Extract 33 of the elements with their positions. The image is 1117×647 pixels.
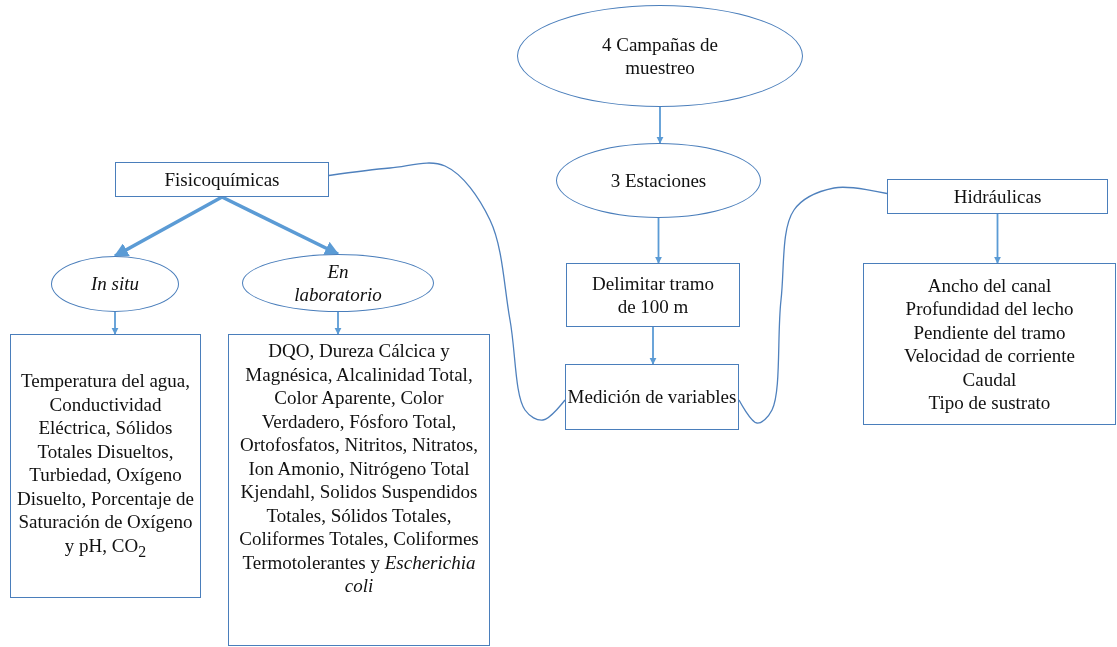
arrow xyxy=(221,195,340,256)
arrow xyxy=(649,326,657,365)
category-box xyxy=(887,179,1108,214)
connector-curve xyxy=(328,162,566,421)
arrow xyxy=(113,195,223,258)
node-text: 4 Campañas de muestreo xyxy=(600,32,720,80)
node-text: Fisicoquímicas xyxy=(164,167,280,192)
node-text: DQO, Dureza Cálcica y Magnésica, Alcalinidad Total, Color Aparente, Color Verdadero, Fósforo Total, Ortofosfatos, Nitritos, Nitratos, Ion Amonio, Nitrógeno Total Kjendahl, Solidos Suspendidos Totales, Sólidos Totales, Coliformes Totales, Coliformes Termotolerantes y Escherichia coli xyxy=(238,339,480,598)
node-text: Hidráulicas xyxy=(953,184,1042,209)
node-text: Tipo de sustrato xyxy=(928,391,1051,415)
arrow xyxy=(993,213,1002,264)
variables-box xyxy=(228,334,490,646)
node-text: Profundidad del lecho xyxy=(905,297,1074,321)
category-box xyxy=(115,162,329,197)
node-text: Delimitar tramo de 100 m xyxy=(591,271,715,319)
node-text: Caudal xyxy=(962,367,1017,391)
process-box xyxy=(566,263,740,327)
node-text: Temperatura del agua, Conductividad Eléctrica, Sólidos Totales Disueltos, Turbiedad, Oxígeno Disuelto, Porcentaje de Saturación de Oxígeno y pH, CO$_{2}$ xyxy=(16,369,195,562)
process-box xyxy=(565,364,739,430)
node-text: 3 Estaciones xyxy=(610,168,707,193)
node-text: In situ xyxy=(91,272,139,296)
arrow xyxy=(656,106,664,144)
arrow xyxy=(654,217,663,264)
variables-box xyxy=(10,334,201,598)
node-text: Ancho del canal xyxy=(927,273,1052,297)
arrow xyxy=(111,311,119,335)
node-text: Velocidad de corriente xyxy=(904,344,1075,368)
connector-curve xyxy=(738,186,888,424)
node-text: Medición de variables xyxy=(567,385,737,409)
arrow xyxy=(334,311,342,335)
node-text: Pendiente del tramo xyxy=(913,320,1066,344)
variables-box xyxy=(863,263,1116,425)
node-text: En laboratorio xyxy=(293,259,383,307)
